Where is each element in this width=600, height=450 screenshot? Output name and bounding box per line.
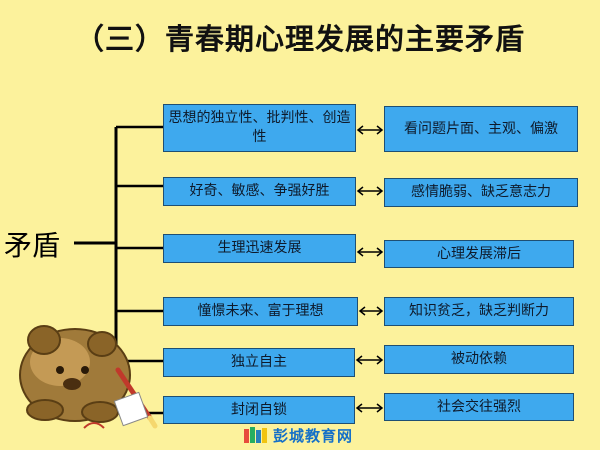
cartoon-animal-icon <box>19 325 158 429</box>
double-arrow-6 <box>355 403 384 413</box>
left-box-1: 思想的独立性、批判性、创造性 <box>163 104 356 152</box>
right-box-3: 心理发展滞后 <box>384 240 574 268</box>
watermark: 彭城教育网 <box>243 424 353 446</box>
left-box-2: 好奇、敏感、争强好胜 <box>163 177 356 206</box>
left-box-4: 憧憬未来、富于理想 <box>163 297 358 326</box>
left-box-5: 独立自主 <box>163 348 355 377</box>
left-box-6: 封闭自锁 <box>163 396 355 424</box>
double-arrow-1 <box>356 125 384 135</box>
right-box-4: 知识贫乏，缺乏判断力 <box>384 297 574 326</box>
right-box-2: 感情脆弱、缺乏意志力 <box>384 178 578 207</box>
watermark-text: 彭城教育网 <box>273 426 354 445</box>
double-arrow-2 <box>356 186 384 196</box>
root-label: 矛盾 <box>4 229 61 262</box>
double-arrow-4 <box>358 306 384 316</box>
book-logo-icon <box>244 427 267 443</box>
right-box-1: 看问题片面、主观、偏激 <box>384 106 578 152</box>
double-arrow-5 <box>355 355 384 365</box>
right-box-5: 被动依赖 <box>384 345 574 374</box>
right-box-6: 社会交往强烈 <box>384 393 574 421</box>
slide-title: （三）青春期心理发展的主要矛盾 <box>74 22 525 56</box>
double-arrow-3 <box>356 247 384 257</box>
left-box-3: 生理迅速发展 <box>163 234 356 263</box>
